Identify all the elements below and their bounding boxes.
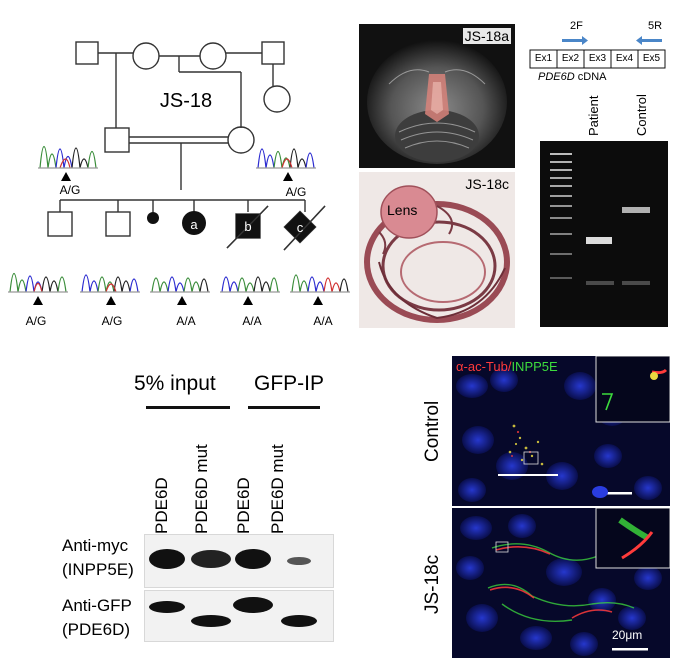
immuno-row-control: Control: [422, 400, 443, 462]
chromatogram-child-5: [290, 274, 350, 293]
pedigree-diagram: JS-18 a b c A/G A/G: [8, 41, 350, 328]
genotype-father: A/G: [60, 183, 81, 197]
row1-label-b: (INPP5E): [62, 560, 134, 579]
group-input-bar: [146, 406, 230, 409]
gel-image: [540, 141, 668, 327]
row2-label-b: (PDE6D): [62, 620, 131, 639]
group-ip-label: GFP-IP: [254, 372, 325, 395]
family-id: JS-18: [160, 90, 212, 112]
label-c: c: [297, 220, 304, 235]
primer-5r: 5R: [648, 20, 663, 32]
gel-lane-patient: Patient: [586, 95, 601, 136]
reverse-arrow: [636, 36, 662, 45]
histology-label: JS-18c: [465, 176, 509, 192]
gel-lane-labels: Patient Control: [580, 86, 676, 144]
chromatogram-child-4: [220, 276, 280, 293]
father: [104, 127, 130, 153]
immuno-title: α-ac-Tub/INPP5E: [456, 359, 558, 374]
lane-4-label: PDE6D mut: [268, 444, 287, 534]
sibling-1: [47, 211, 73, 237]
exon-2: Ex2: [561, 53, 580, 64]
immuno-title-red: α-ac-Tub/: [456, 359, 512, 374]
sibling-a: [182, 211, 206, 235]
gene-name: PDE6D: [538, 71, 575, 83]
genotype-child-4: A/A: [242, 314, 261, 328]
group-input-label: 5% input: [134, 372, 216, 395]
group-ip-bar: [248, 406, 320, 409]
chromatogram-child-1: [8, 272, 68, 293]
band-patient: [586, 237, 612, 244]
western-panel: 5% input GFP-IP PDE6D PDE6D mut PDE6D PD…: [0, 362, 360, 664]
row1-label-a: Anti-myc: [62, 536, 129, 555]
immuno-js18c-image: 20μm: [452, 508, 670, 658]
immuno-control-image: α-ac-Tub/INPP5E: [452, 356, 670, 506]
lens-label: Lens: [387, 202, 418, 218]
band-control: [622, 207, 650, 213]
exon-3: Ex3: [588, 53, 607, 64]
lane-2-label: PDE6D mut: [192, 444, 211, 534]
gel-lane-control: Control: [634, 94, 649, 136]
sibling-2: [105, 211, 131, 237]
grandfather-left: [75, 41, 99, 65]
chromatogram-mother: [256, 148, 316, 169]
blot-gfp: [144, 590, 334, 642]
primer-2f: 2F: [570, 20, 583, 32]
immuno-title-green: INPP5E: [511, 359, 558, 374]
chromatogram-child-2: [80, 274, 140, 293]
genotype-child-1: A/G: [26, 314, 47, 328]
histology-image: Lens JS-18c: [359, 172, 515, 328]
blot-myc: [144, 534, 334, 588]
grandfather-right-circle: [199, 42, 227, 70]
row2-label-a: Anti-GFP: [62, 596, 132, 615]
scale-bar-label: 20μm: [612, 628, 643, 642]
exon-1: Ex1: [534, 53, 553, 64]
exon-5: Ex5: [642, 53, 661, 64]
cdna-diagram: 2F 5R Ex1 Ex2 Ex3 Ex4 Ex5 PDE6D cDNA: [528, 18, 676, 90]
forward-arrow: [562, 36, 588, 45]
aunt: [263, 85, 291, 113]
label-a: a: [190, 217, 198, 232]
grandmother-left: [132, 42, 160, 70]
mri-image: JS-18a: [359, 24, 515, 168]
mother: [227, 126, 255, 154]
lane-1-label: PDE6D: [152, 477, 171, 534]
immuno-row-js18c: JS-18c: [422, 554, 443, 614]
pedigree-panel: JS-18 a b c A/G A/G: [0, 0, 352, 340]
mri-label: JS-18a: [462, 28, 511, 44]
gene-caption: PDE6D cDNA: [538, 71, 606, 83]
genotype-mother: A/G: [286, 185, 307, 199]
label-b: b: [244, 219, 251, 234]
gene-suffix: cDNA: [574, 71, 607, 83]
chromatogram-father: [38, 145, 98, 169]
genotype-child-3: A/A: [176, 314, 195, 328]
grandfather-right: [261, 41, 285, 65]
chromatogram-child-3: [150, 276, 210, 293]
miscarriage: [147, 212, 159, 224]
lane-3-label: PDE6D: [234, 477, 253, 534]
exon-4: Ex4: [615, 53, 634, 64]
genotype-child-5: A/A: [313, 314, 332, 328]
genotype-child-2: A/G: [102, 314, 123, 328]
